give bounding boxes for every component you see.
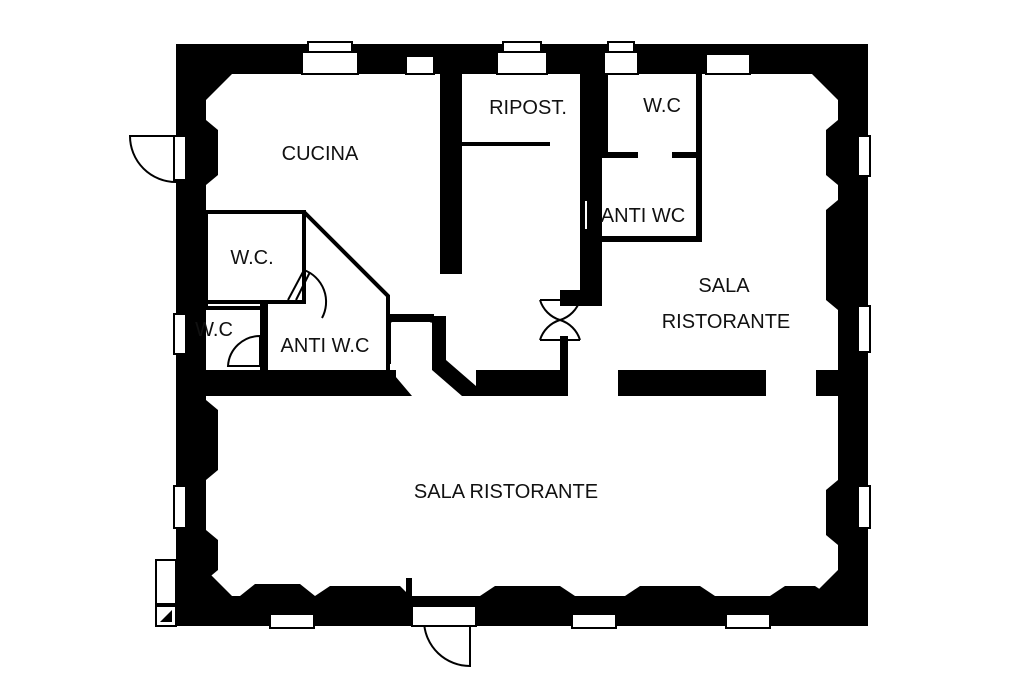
room-label-ripostiglio: RIPOST. [489,97,567,119]
room-label-anti-wc-left: ANTI W.C [281,335,370,357]
room-label-sala-right-line1: SALA [698,275,750,297]
room-label-cucina: CUCINA [282,143,359,165]
room-label-wc-top: W.C [643,95,681,117]
room-label-anti-wc-top: ANTI WC [601,205,685,227]
room-label-sala-right-line2: RISTORANTE [662,311,791,333]
door-swing [128,135,177,183]
room-labels: CUCINA RIPOST. W.C ANTI WC W.C. W.C ANTI… [195,95,790,503]
doors [128,135,589,668]
room-label-wc-left: W.C. [230,247,273,269]
interior-walls [204,74,838,396]
room-label-wc-small: W.C [195,319,233,341]
windows [155,41,871,629]
room-label-sala-main: SALA RISTORANTE [414,481,598,503]
